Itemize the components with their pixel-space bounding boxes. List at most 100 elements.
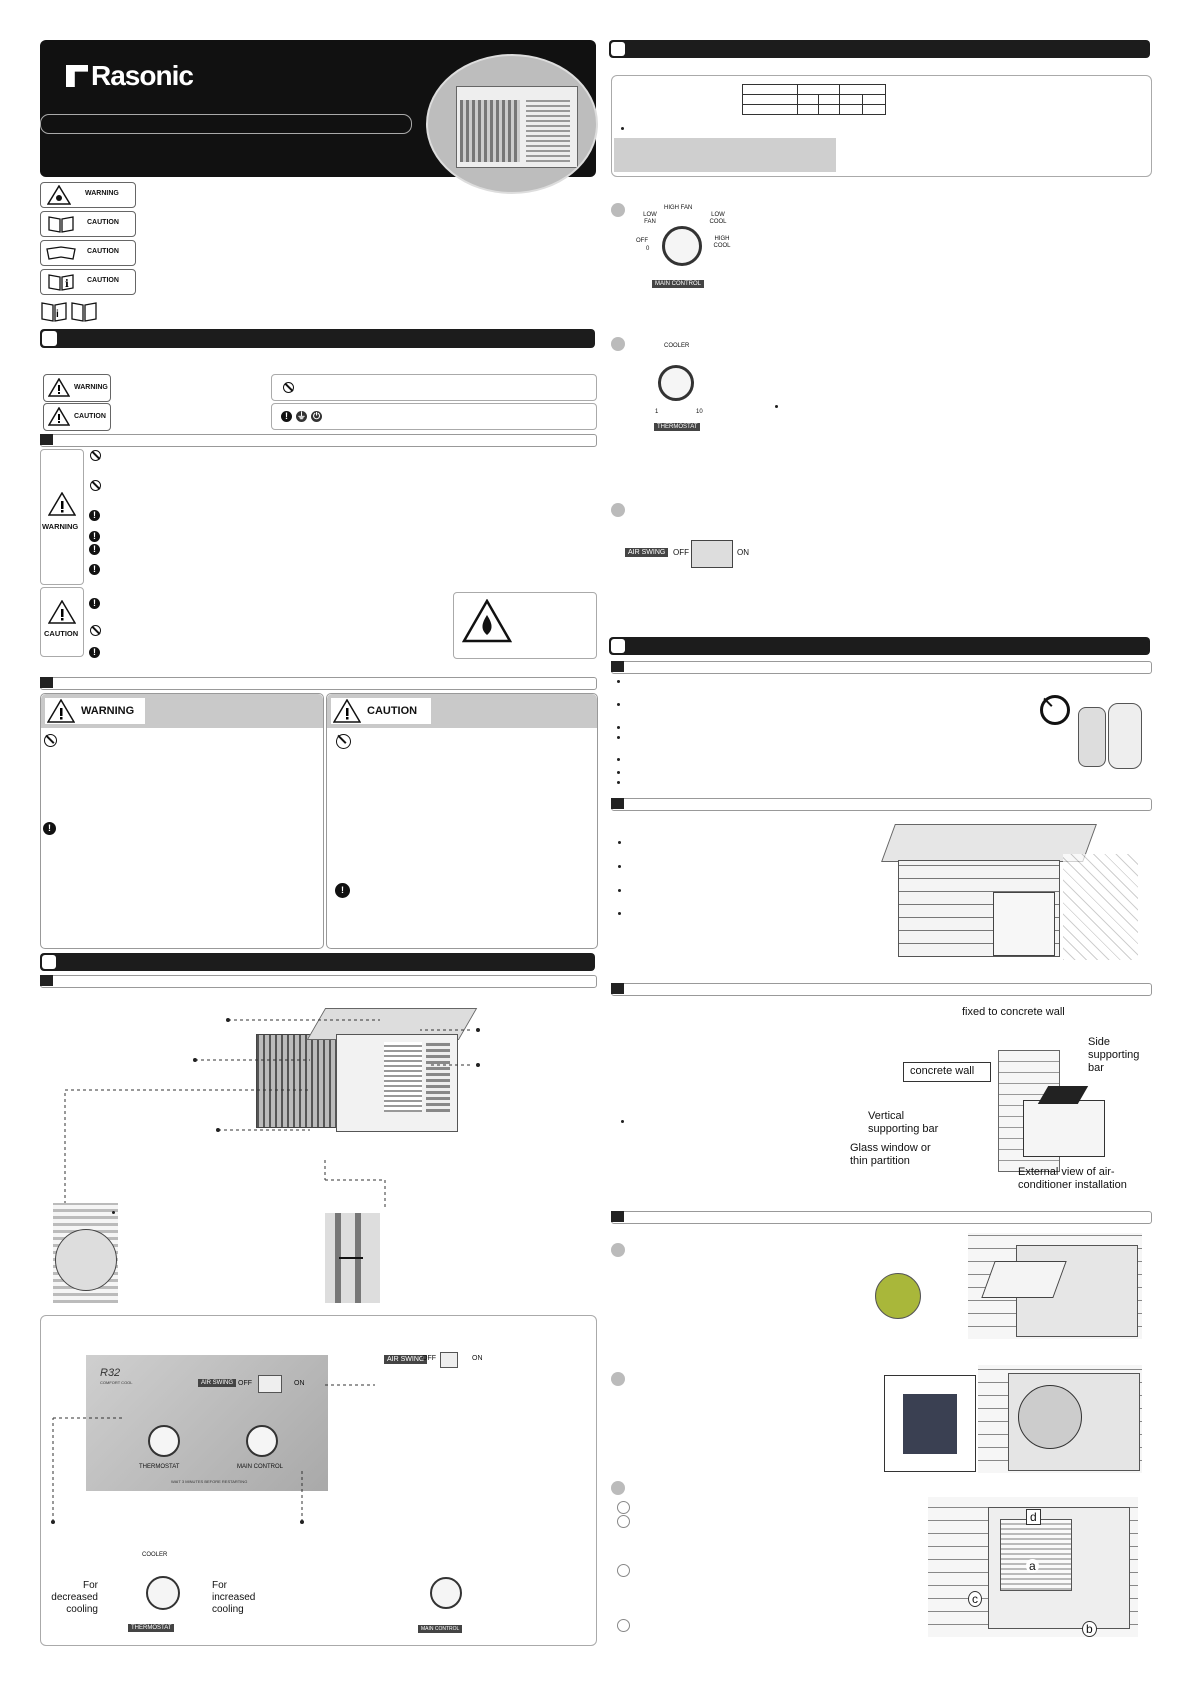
warning-triangle-icon: [48, 378, 70, 397]
symbol-caution: CAUTION: [43, 403, 111, 431]
symbol-warning: WARNING: [43, 374, 111, 402]
caution-triangle-icon: [48, 600, 76, 624]
step-1-marker: [611, 203, 625, 217]
caution-table: CAUTION !: [326, 693, 598, 949]
legend-caution-service: CAUTION: [40, 240, 136, 266]
filter-unit-illustration: [978, 1365, 1142, 1473]
mandatory-symbol-box: ! ⏚ ⏻: [271, 403, 597, 430]
legend-caution-info: i CAUTION: [40, 269, 136, 295]
warning-table: WARNING !: [40, 693, 324, 949]
prohibit-icon: [44, 734, 57, 747]
spec-table: [742, 84, 886, 115]
caution-triangle-icon: [48, 407, 70, 426]
wall-clearance-illustration: [881, 824, 1138, 960]
step-a-marker: [611, 1243, 625, 1257]
prohibit-icon: [90, 450, 101, 461]
mandatory-icon: !: [89, 564, 100, 575]
filter-zoom-box: [884, 1375, 976, 1472]
svg-text:i: i: [65, 279, 69, 290]
finger-tab-zoom: [875, 1273, 921, 1319]
mandatory-icon: !: [89, 598, 100, 609]
thermostat-knob[interactable]: [658, 365, 694, 401]
drain-photo: [325, 1213, 380, 1303]
caution-triangle-icon: [333, 699, 361, 723]
installation-diagram: fixed to concrete wall Side supporting b…: [850, 1006, 1140, 1191]
mandatory-icon: !: [335, 883, 350, 898]
substep-4-marker: [617, 1619, 630, 1632]
decreased-cooling-label: For decreased cooling: [51, 1580, 98, 1615]
section-bar-3: [609, 40, 1150, 58]
svg-text:i: i: [56, 309, 59, 320]
prohibit-icon: [336, 734, 351, 749]
header-title-bar: [40, 114, 412, 134]
section-bar-1: [40, 329, 595, 348]
prohibit-icon: [1040, 695, 1070, 725]
mandatory-icon: !: [89, 544, 100, 555]
air-swing-control: AIR SWING OFF ON: [625, 540, 765, 570]
filter-removal-illustration: a b c d: [928, 1497, 1138, 1637]
subsection-bar-2: [40, 677, 597, 690]
step-b-marker: [611, 1372, 625, 1386]
unplug-icon: ⏻: [311, 411, 322, 422]
panel-callouts: [51, 1384, 375, 1524]
manual-icons: i: [40, 301, 100, 328]
brand-logo: Rasonic: [66, 60, 194, 92]
air-flow-photo: [53, 1203, 118, 1303]
fire-warning-icon: [47, 185, 71, 205]
section-bar-2: [40, 953, 595, 971]
step-2-marker: [611, 337, 625, 351]
info-manual-icon: i: [41, 302, 97, 322]
unit-illustration: [256, 1008, 478, 1133]
air-swing-switch[interactable]: [691, 540, 733, 568]
subsection-bar-6: [611, 983, 1152, 996]
mandatory-icon: !: [89, 531, 100, 542]
book-icon: [48, 216, 74, 233]
front-grille-illustration: [968, 1233, 1142, 1339]
thermostat-knob[interactable]: [148, 1425, 180, 1457]
main-control-dial: LOW FAN HIGH FAN LOW COOL HIGH COOL OFF …: [636, 205, 731, 288]
mandatory-icon: !: [43, 822, 56, 835]
prohibit-icon: [90, 480, 101, 491]
control-panel-face: R32 COMFORT COOL AIR SWING OFF ON THERMO…: [86, 1355, 328, 1491]
mandatory-icon: !: [89, 647, 100, 658]
substep-1-marker: [617, 1501, 630, 1514]
prohibit-icon: [90, 625, 101, 636]
prohibition-symbol-box: [271, 374, 597, 401]
increased-cooling-label: For increased cooling: [212, 1580, 256, 1615]
substep-2-marker: [617, 1515, 630, 1528]
bottom-main-dial: MAIN CONTROL: [410, 1555, 480, 1635]
legend-warning: WARNING: [40, 182, 136, 208]
main-control-knob[interactable]: [246, 1425, 278, 1457]
subsection-bar-5: [611, 798, 1152, 811]
section-bar-4: [609, 637, 1150, 655]
legend-caution-manual: CAUTION: [40, 211, 136, 237]
earth-icon: ⏚: [296, 411, 307, 422]
prohibit-icon: [283, 382, 294, 393]
callout-lines: [64, 1018, 480, 1210]
mandatory-icon: !: [89, 510, 100, 521]
subsection-bar-7: [611, 1211, 1152, 1224]
warning-triangle-icon: [48, 492, 76, 516]
subsection-bar-3: [40, 975, 597, 988]
mandatory-icon: !: [281, 411, 292, 422]
logo-mark-icon: [66, 65, 88, 87]
step-3-marker: [611, 503, 625, 517]
substep-3-marker: [617, 1564, 630, 1577]
step-c-marker: [611, 1481, 625, 1495]
product-photo: [426, 54, 598, 194]
main-control-knob[interactable]: [662, 226, 702, 266]
spec-box: [611, 75, 1152, 177]
no-gas-illustration: [1040, 695, 1145, 770]
info-book-icon: i: [48, 274, 74, 291]
warning-triangle-icon: [47, 699, 75, 723]
warning-column-box: WARNING: [40, 449, 84, 585]
subsection-bar-4: [611, 661, 1152, 674]
flammable-warning-box: [453, 592, 597, 659]
thermostat-dial: COOLER 1 10 THERMOSTAT: [654, 343, 703, 431]
bottom-thermostat-dial: COOLER THERMOSTAT: [128, 1550, 198, 1632]
subsection-bar-1: [40, 434, 597, 447]
caution-column-box: CAUTION: [40, 587, 84, 657]
flammable-icon: [462, 599, 512, 643]
air-swing-switch[interactable]: [258, 1375, 282, 1393]
open-book-icon: [46, 246, 76, 260]
